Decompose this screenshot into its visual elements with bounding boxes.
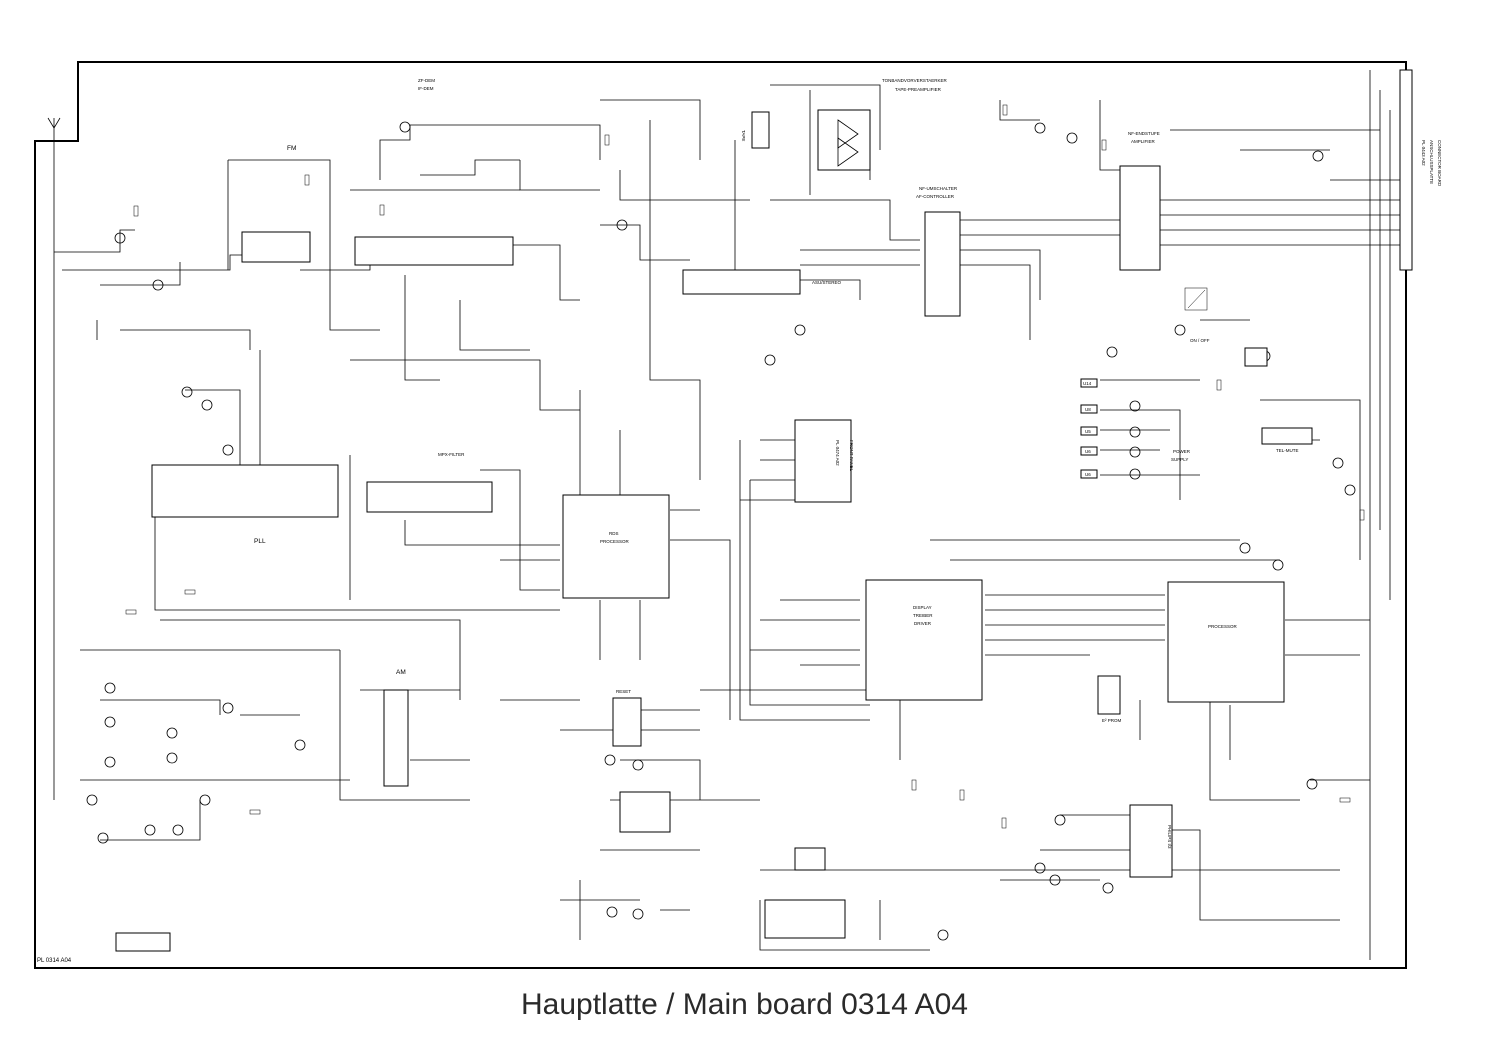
label-on-off: ON / OFF [1190, 338, 1210, 343]
label-eprom: E² PROM [1102, 718, 1122, 723]
tel-mute-box [1261, 427, 1313, 445]
label-tel-mute: TEL-MUTE [1276, 448, 1299, 453]
logic-ic-1 [619, 791, 671, 833]
label-display-2: TREIBER [913, 613, 933, 618]
label-front-panel-1: PL 0474 A02 [835, 440, 840, 466]
label-nf-umsch-2: AF-CONTROLLER [916, 194, 955, 199]
label-fm: FM [287, 145, 296, 152]
pll-ic [151, 464, 339, 518]
label-display-3: DRIVER [914, 621, 932, 626]
supply-tag-u8: U8 [1085, 407, 1091, 412]
label-asu-stereo: ASU/STEREO [812, 280, 842, 285]
display-driver-ic [865, 579, 983, 701]
supply-tag-u5: U5 [1085, 429, 1091, 434]
label-if-dem-1: ZF-DEM [418, 78, 435, 83]
label-tape-pre-1: TONBANDVORVERSTAERKER [882, 78, 948, 83]
supply-tag-u6b: U6 [1085, 472, 1091, 477]
label-display-1: DISPLAY [913, 605, 932, 610]
rds-processor-ic [562, 494, 670, 599]
label-tape-pre-2: TAPE-PREAMPLIFIER [895, 87, 942, 92]
on-off-transistor-box [1244, 347, 1268, 367]
label-reset: RESET [616, 689, 631, 694]
label-rds-1: RDS [609, 531, 619, 536]
tape-preamp-ic [817, 109, 871, 171]
board-outline [34, 61, 1407, 969]
label-pll: PLL [254, 538, 266, 545]
diagram-caption: Hauptlatte / Main board 0314 A04 [521, 988, 968, 1021]
component-marks [86, 104, 1365, 941]
fm-tuner-ic [241, 231, 311, 263]
label-front-panel-2: FRONT PANEL [849, 440, 854, 472]
label-power-1: POWER [1173, 449, 1191, 454]
supply-tag-u14: U14 [1083, 381, 1092, 386]
label-philips: PHILIPS I/3 [1167, 825, 1172, 849]
antenna-symbol [47, 117, 61, 800]
main-processor-ic [1167, 581, 1285, 703]
label-power-2: SUPPLY [1171, 457, 1188, 462]
label-connector-1: PL 0443 A02 [1421, 140, 1426, 166]
label-connector-2: ANSCHLUSSPLATTE [1429, 140, 1434, 184]
front-panel-connector [794, 419, 852, 503]
label-am: AM [396, 669, 406, 676]
label-nf-end-1: NF-ENDSTUFE [1128, 131, 1160, 136]
signal-wiring [54, 70, 1400, 960]
label-nf-umsch-1: NF-UMSCHALTER [919, 186, 958, 191]
logic-ic-3 [794, 847, 826, 871]
label-nf-end-2: AMPLIFIER [1131, 139, 1156, 144]
eprom-ic [1097, 675, 1121, 715]
philips-connector [1129, 804, 1173, 878]
board-id: PL 0314 A04 [37, 958, 72, 964]
af-controller-ic [924, 211, 961, 317]
label-if-dem-2: IF-DEM [418, 86, 434, 91]
logic-ic-2 [764, 899, 846, 939]
if-decoder-ic [354, 236, 514, 266]
label-processor: PROCESSOR [1208, 624, 1238, 629]
label-tape: TAPE [741, 130, 746, 141]
tape-connector [751, 111, 770, 149]
label-mpx-filter: MPX-FILTER [438, 452, 465, 457]
label-connector-3: CONNECTOR BOARD [1437, 140, 1442, 187]
label-rds-2: PROCESSOR [600, 539, 630, 544]
am-ic [383, 689, 409, 787]
asu-stereo-ic [682, 269, 801, 295]
supply-tag-u6: U6 [1085, 449, 1091, 454]
nf-amplifier-ic [1119, 165, 1161, 271]
legend-box [115, 932, 171, 952]
reset-ic [612, 697, 642, 747]
mpx-filter-ic [366, 481, 493, 513]
connector-board-strip [1399, 69, 1413, 271]
